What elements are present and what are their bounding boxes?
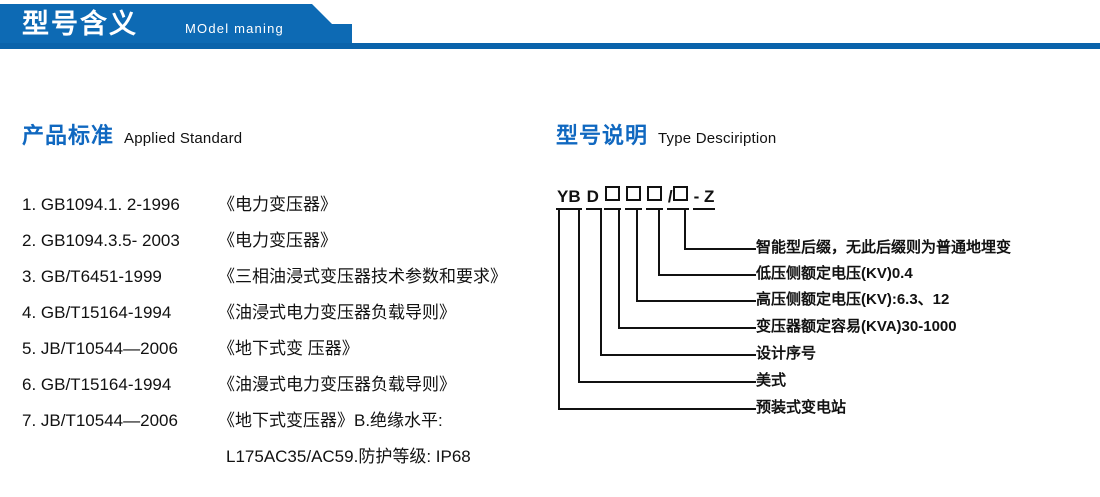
- leader-hline-7: [558, 408, 756, 410]
- standards-list-item-continuation: L175AC35/AC59.防护等级: IP68: [22, 442, 542, 482]
- leader-hline-4: [618, 327, 756, 329]
- standards-list-item: 6. GB/T15164-1994 《油漫式电力变压器负载导则》: [22, 370, 542, 406]
- leader-vline-1: [684, 208, 686, 250]
- banner-blue-shape: [0, 4, 352, 48]
- standard-name: 《电力变压器》: [218, 195, 337, 214]
- standards-list-item: 2. GB1094.3.5- 2003 《电力变压器》: [22, 226, 542, 262]
- banner-subtitle: MOdel maning: [185, 21, 284, 36]
- square-box-icon: [672, 186, 688, 201]
- standard-name: 《地下式变 压器》: [218, 339, 359, 358]
- code-segment-box-2: [624, 186, 642, 210]
- type-label-prefab-substation: 预装式变电站: [756, 399, 847, 416]
- standards-list-item: 1. GB1094.1. 2-1996 《电力变压器》: [22, 190, 542, 226]
- type-label-rated-capacity: 变压器额定容易(KVA)30-1000: [756, 318, 957, 335]
- leader-vline-4: [618, 208, 620, 329]
- square-box-icon: [604, 186, 620, 201]
- leader-hline-1: [684, 248, 756, 250]
- leader-vline-6: [578, 208, 580, 383]
- section-heading-type-description: 型号说明 Type Desciription: [556, 118, 776, 150]
- code-segment-box-3: [645, 186, 663, 210]
- code-segment-slash-box: /: [666, 186, 689, 210]
- page-header-banner: 型号含义 MOdel maning: [0, 0, 1100, 52]
- standards-list-item: 4. GB/T15164-1994 《油浸式电力变压器负载导则》: [22, 298, 542, 334]
- standard-name: 《三相油浸式变压器技术参数和要求》: [218, 267, 507, 286]
- banner-horizontal-rule: [0, 43, 1100, 49]
- type-label-lv-rated-voltage: 低压侧额定电压(KV)0.4: [756, 265, 913, 282]
- section-heading-applied-standard: 产品标准 Applied Standard: [22, 118, 242, 150]
- standard-code: 7. JB/T10544—2006: [22, 411, 178, 430]
- type-label-intelligent-suffix: 智能型后缀，无此后缀则为普通地埋变: [756, 239, 1012, 256]
- leader-vline-5: [600, 208, 602, 356]
- leader-hline-2: [658, 274, 756, 276]
- section-heading-cn: 型号说明: [556, 123, 649, 148]
- standard-code: 5. JB/T10544—2006: [22, 339, 178, 358]
- leader-hline-5: [600, 354, 756, 356]
- standard-code: 3. GB/T6451-1999: [22, 267, 162, 286]
- type-label-hv-rated-voltage: 高压侧额定电压(KV):6.3、12: [756, 291, 950, 308]
- standards-list-item: 5. JB/T10544—2006 《地下式变 压器》: [22, 334, 542, 370]
- code-segment-yb: YB: [556, 187, 582, 210]
- type-label-design-serial: 设计序号: [756, 345, 817, 362]
- standard-code: 2. GB1094.3.5- 2003: [22, 231, 180, 250]
- code-segment-suffix-z: - Z: [692, 187, 716, 210]
- leader-vline-2: [658, 208, 660, 276]
- standard-code: 6. GB/T15164-1994: [22, 375, 172, 394]
- section-heading-en: Applied Standard: [124, 130, 243, 147]
- standard-code: 1. GB1094.1. 2-1996: [22, 195, 180, 214]
- square-box-icon: [646, 186, 662, 201]
- leader-vline-3: [636, 208, 638, 302]
- code-segment-box-1: [603, 186, 621, 210]
- square-box-icon: [625, 186, 641, 201]
- code-segment-d: D: [585, 187, 600, 210]
- leader-hline-3: [636, 300, 756, 302]
- standards-list: 1. GB1094.1. 2-1996 《电力变压器》 2. GB1094.3.…: [22, 190, 542, 482]
- leader-hline-6: [578, 381, 756, 383]
- section-heading-en: Type Desciription: [658, 130, 777, 147]
- leader-vline-7: [558, 208, 560, 410]
- standard-continuation-text: L175AC35/AC59.防护等级: IP68: [226, 447, 471, 466]
- section-heading-cn: 产品标准: [22, 123, 115, 148]
- standard-name: 《电力变压器》: [218, 231, 337, 250]
- standard-name: 《油漫式电力变压器负载导则》: [218, 375, 456, 394]
- standard-name: 《地下式变压器》B.绝缘水平:: [218, 411, 443, 430]
- standard-name: 《油浸式电力变压器负载导则》: [218, 303, 456, 322]
- standard-code: 4. GB/T15164-1994: [22, 303, 172, 322]
- banner-title: 型号含义: [22, 9, 138, 39]
- type-label-american-style: 美式: [756, 372, 787, 389]
- standards-list-item: 3. GB/T6451-1999 《三相油浸式变压器技术参数和要求》: [22, 262, 542, 298]
- standards-list-item: 7. JB/T10544—2006 《地下式变压器》B.绝缘水平:: [22, 406, 542, 442]
